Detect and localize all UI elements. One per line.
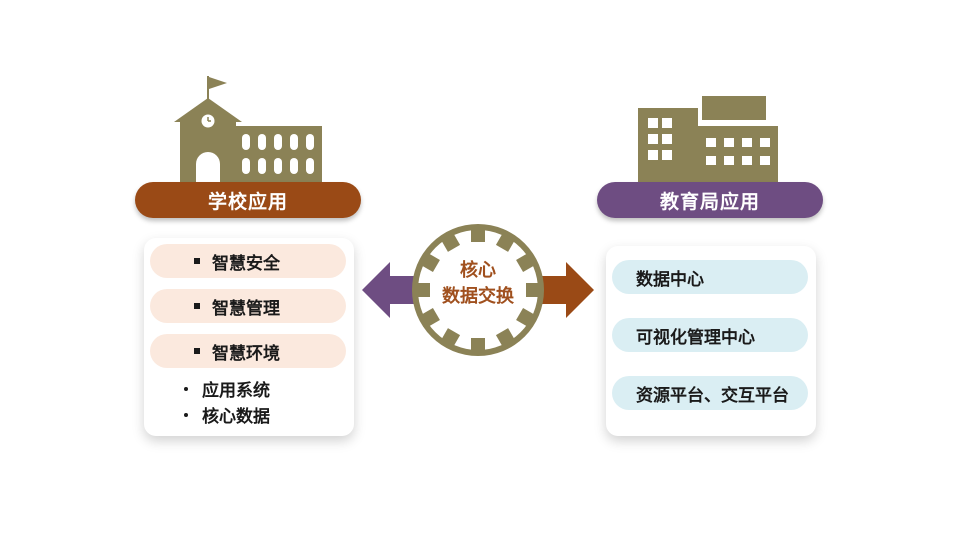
school-item-application-system: 应用系统	[184, 376, 270, 401]
bureau-item-label: 数据中心	[636, 269, 704, 290]
school-item-label: 核心数据	[202, 407, 270, 427]
left-arrow-icon	[362, 262, 422, 318]
bureau-item-data-center: 数据中心	[612, 260, 808, 294]
core-data-exchange-diagram	[362, 224, 594, 356]
bureau-item-label: 资源平台、交互平台	[636, 385, 789, 406]
bureau-item-resource-interaction-platform: 资源平台、交互平台	[612, 376, 808, 410]
bureau-applications-card: 数据中心 可视化管理中心 资源平台、交互平台	[606, 246, 816, 436]
gear-icon	[412, 224, 544, 356]
school-item-label: 智慧管理	[212, 298, 280, 319]
bullet-square-icon	[194, 303, 200, 309]
school-item-smart-environment: 智慧环境	[150, 334, 346, 368]
bureau-item-visual-management-center: 可视化管理中心	[612, 318, 808, 352]
bullet-dot-icon	[184, 386, 188, 391]
school-building-icon	[174, 76, 322, 186]
school-item-label: 应用系统	[202, 381, 270, 401]
bullet-square-icon	[194, 348, 200, 354]
center-label-line2: 数据交换	[442, 286, 514, 307]
education-bureau-applications-banner: 教育局应用	[597, 182, 823, 218]
school-item-smart-management: 智慧管理	[150, 289, 346, 323]
bureau-item-label: 可视化管理中心	[636, 327, 755, 348]
core-data-exchange-label: 核心 数据交换	[408, 258, 548, 310]
office-building-icon	[638, 96, 778, 186]
right-arrow-icon	[534, 262, 594, 318]
center-label-line1: 核心	[460, 260, 496, 281]
school-item-label: 智慧安全	[212, 253, 280, 274]
bullet-dot-icon	[184, 412, 188, 417]
school-item-core-data: 核心数据	[184, 402, 270, 427]
school-applications-banner: 学校应用	[135, 182, 361, 218]
bullet-square-icon	[194, 258, 200, 264]
school-applications-card: 智慧安全 智慧管理 智慧环境 应用系统 核心数据	[144, 238, 354, 436]
school-item-smart-safety: 智慧安全	[150, 244, 346, 278]
school-item-label: 智慧环境	[212, 343, 280, 364]
